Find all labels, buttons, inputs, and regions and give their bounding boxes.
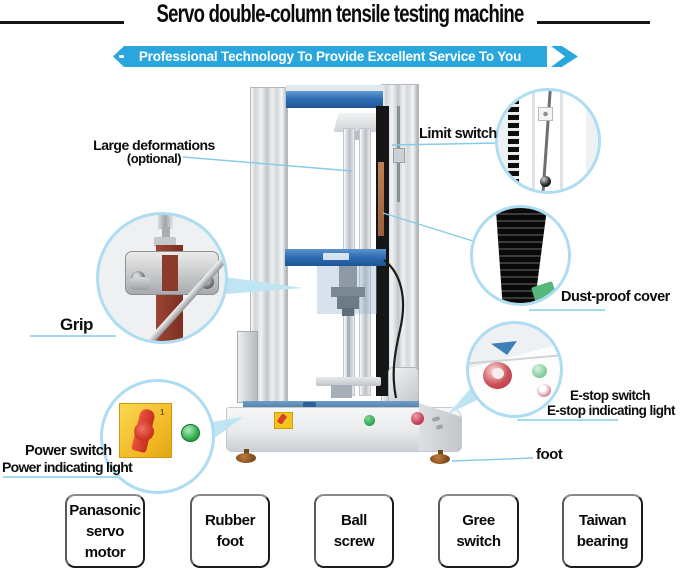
label-large-deformations-line1: Large deformations	[93, 137, 215, 153]
feature-box-line1: Rubber	[204, 512, 256, 529]
rotary-knob-hub	[134, 422, 154, 441]
callout-limit-switch	[495, 88, 601, 194]
right-foot	[430, 454, 450, 464]
feature-box-line1: Panasonic	[69, 501, 141, 519]
belt-copper-segment	[378, 162, 384, 236]
feature-box-ball-screw: Ball screw	[314, 494, 394, 568]
feature-box-taiwan-bearing: Taiwan bearing	[562, 494, 643, 568]
feature-box-gree-switch: Gree switch	[438, 494, 519, 568]
top-crossbeam	[286, 91, 383, 108]
upper-grip-body	[337, 296, 359, 309]
crosshead-logo	[323, 253, 349, 260]
label-grip: Grip	[60, 315, 93, 334]
callout-dust-cover	[470, 205, 571, 306]
leader-foot	[451, 457, 534, 462]
deck-corner	[491, 341, 517, 355]
callout-e-stop	[466, 321, 563, 418]
feature-box-line1: Taiwan	[578, 512, 627, 529]
left-foot	[236, 453, 256, 463]
e-stop-button-on-base	[411, 412, 424, 425]
grip-handle	[129, 277, 151, 290]
banner-arrow-icon	[551, 46, 578, 67]
load-cell-stem	[352, 131, 361, 140]
grip-coupler	[154, 237, 176, 247]
feature-box-line2: servo motor	[84, 522, 126, 561]
base-deck	[243, 401, 419, 412]
indicator-light-on-base	[364, 415, 375, 426]
feature-box-rubber-foot: Rubber foot	[190, 494, 270, 568]
title-rule-right	[537, 21, 650, 24]
feature-box-line1: Gree	[462, 512, 495, 529]
toothed-belt	[508, 91, 519, 191]
callout-grip	[96, 212, 228, 344]
lower-fixture-plate	[316, 377, 381, 386]
page-title: Servo double-column tensile testing mach…	[156, 0, 524, 28]
e-stop-button-center	[492, 368, 504, 379]
title-rule-left	[0, 21, 124, 24]
callout-power-switch: 1	[100, 379, 215, 494]
grip-upper-rod	[158, 215, 173, 229]
label-limit-switch: Limit switch	[419, 126, 497, 142]
switch-position-marking: 1	[160, 408, 165, 417]
pink-indicator-light	[537, 384, 551, 397]
upper-grip-shank	[339, 266, 357, 288]
deck-fixture	[303, 402, 316, 411]
banner-text: Professional Technology To Provide Excel…	[138, 49, 522, 64]
feature-box-line1: Ball	[341, 512, 367, 529]
banner-ribbon: Professional Technology To Provide Excel…	[113, 46, 547, 67]
label-large-deformations-line2: (optional)	[126, 151, 182, 166]
label-dust-proof-cover: Dust-proof cover	[561, 289, 670, 305]
lower-grip	[331, 385, 352, 398]
feature-box-line2: screw	[333, 533, 375, 550]
top-crossbeam-cap	[286, 85, 383, 92]
base-edge-line	[469, 353, 560, 365]
label-power-switch: Power switch	[25, 443, 112, 459]
feature-box-line2: bearing	[576, 533, 629, 550]
left-foot-stem	[244, 449, 249, 455]
feature-box-line2: switch	[456, 533, 501, 550]
right-foot-stem	[438, 450, 443, 456]
feature-box-line2: foot	[216, 533, 244, 550]
feature-box-panasonic-servo-motor: Panasonic servo motor	[65, 494, 145, 568]
upper-grip-tip	[342, 308, 354, 316]
label-large-deformations: Large deformations (optional)	[93, 137, 215, 166]
label-e-stop-indicating-light: E-stop indicating light	[547, 403, 676, 418]
specimen-in-jaws	[162, 255, 178, 291]
label-power-indicating-light: Power indicating light	[2, 459, 133, 475]
green-indicator-light	[532, 364, 547, 378]
grip-upper-rod-tip	[162, 227, 170, 239]
limit-stopper	[538, 107, 553, 121]
label-foot: foot	[536, 446, 563, 463]
upper-grip-jaw	[331, 287, 365, 297]
banner-tick	[119, 55, 124, 58]
label-e-stop-switch: E-stop switch	[570, 388, 651, 403]
specimen-rod	[347, 316, 350, 378]
limit-knob	[540, 176, 551, 187]
power-indicator-light	[181, 424, 200, 442]
limit-switch-bracket	[393, 148, 405, 163]
